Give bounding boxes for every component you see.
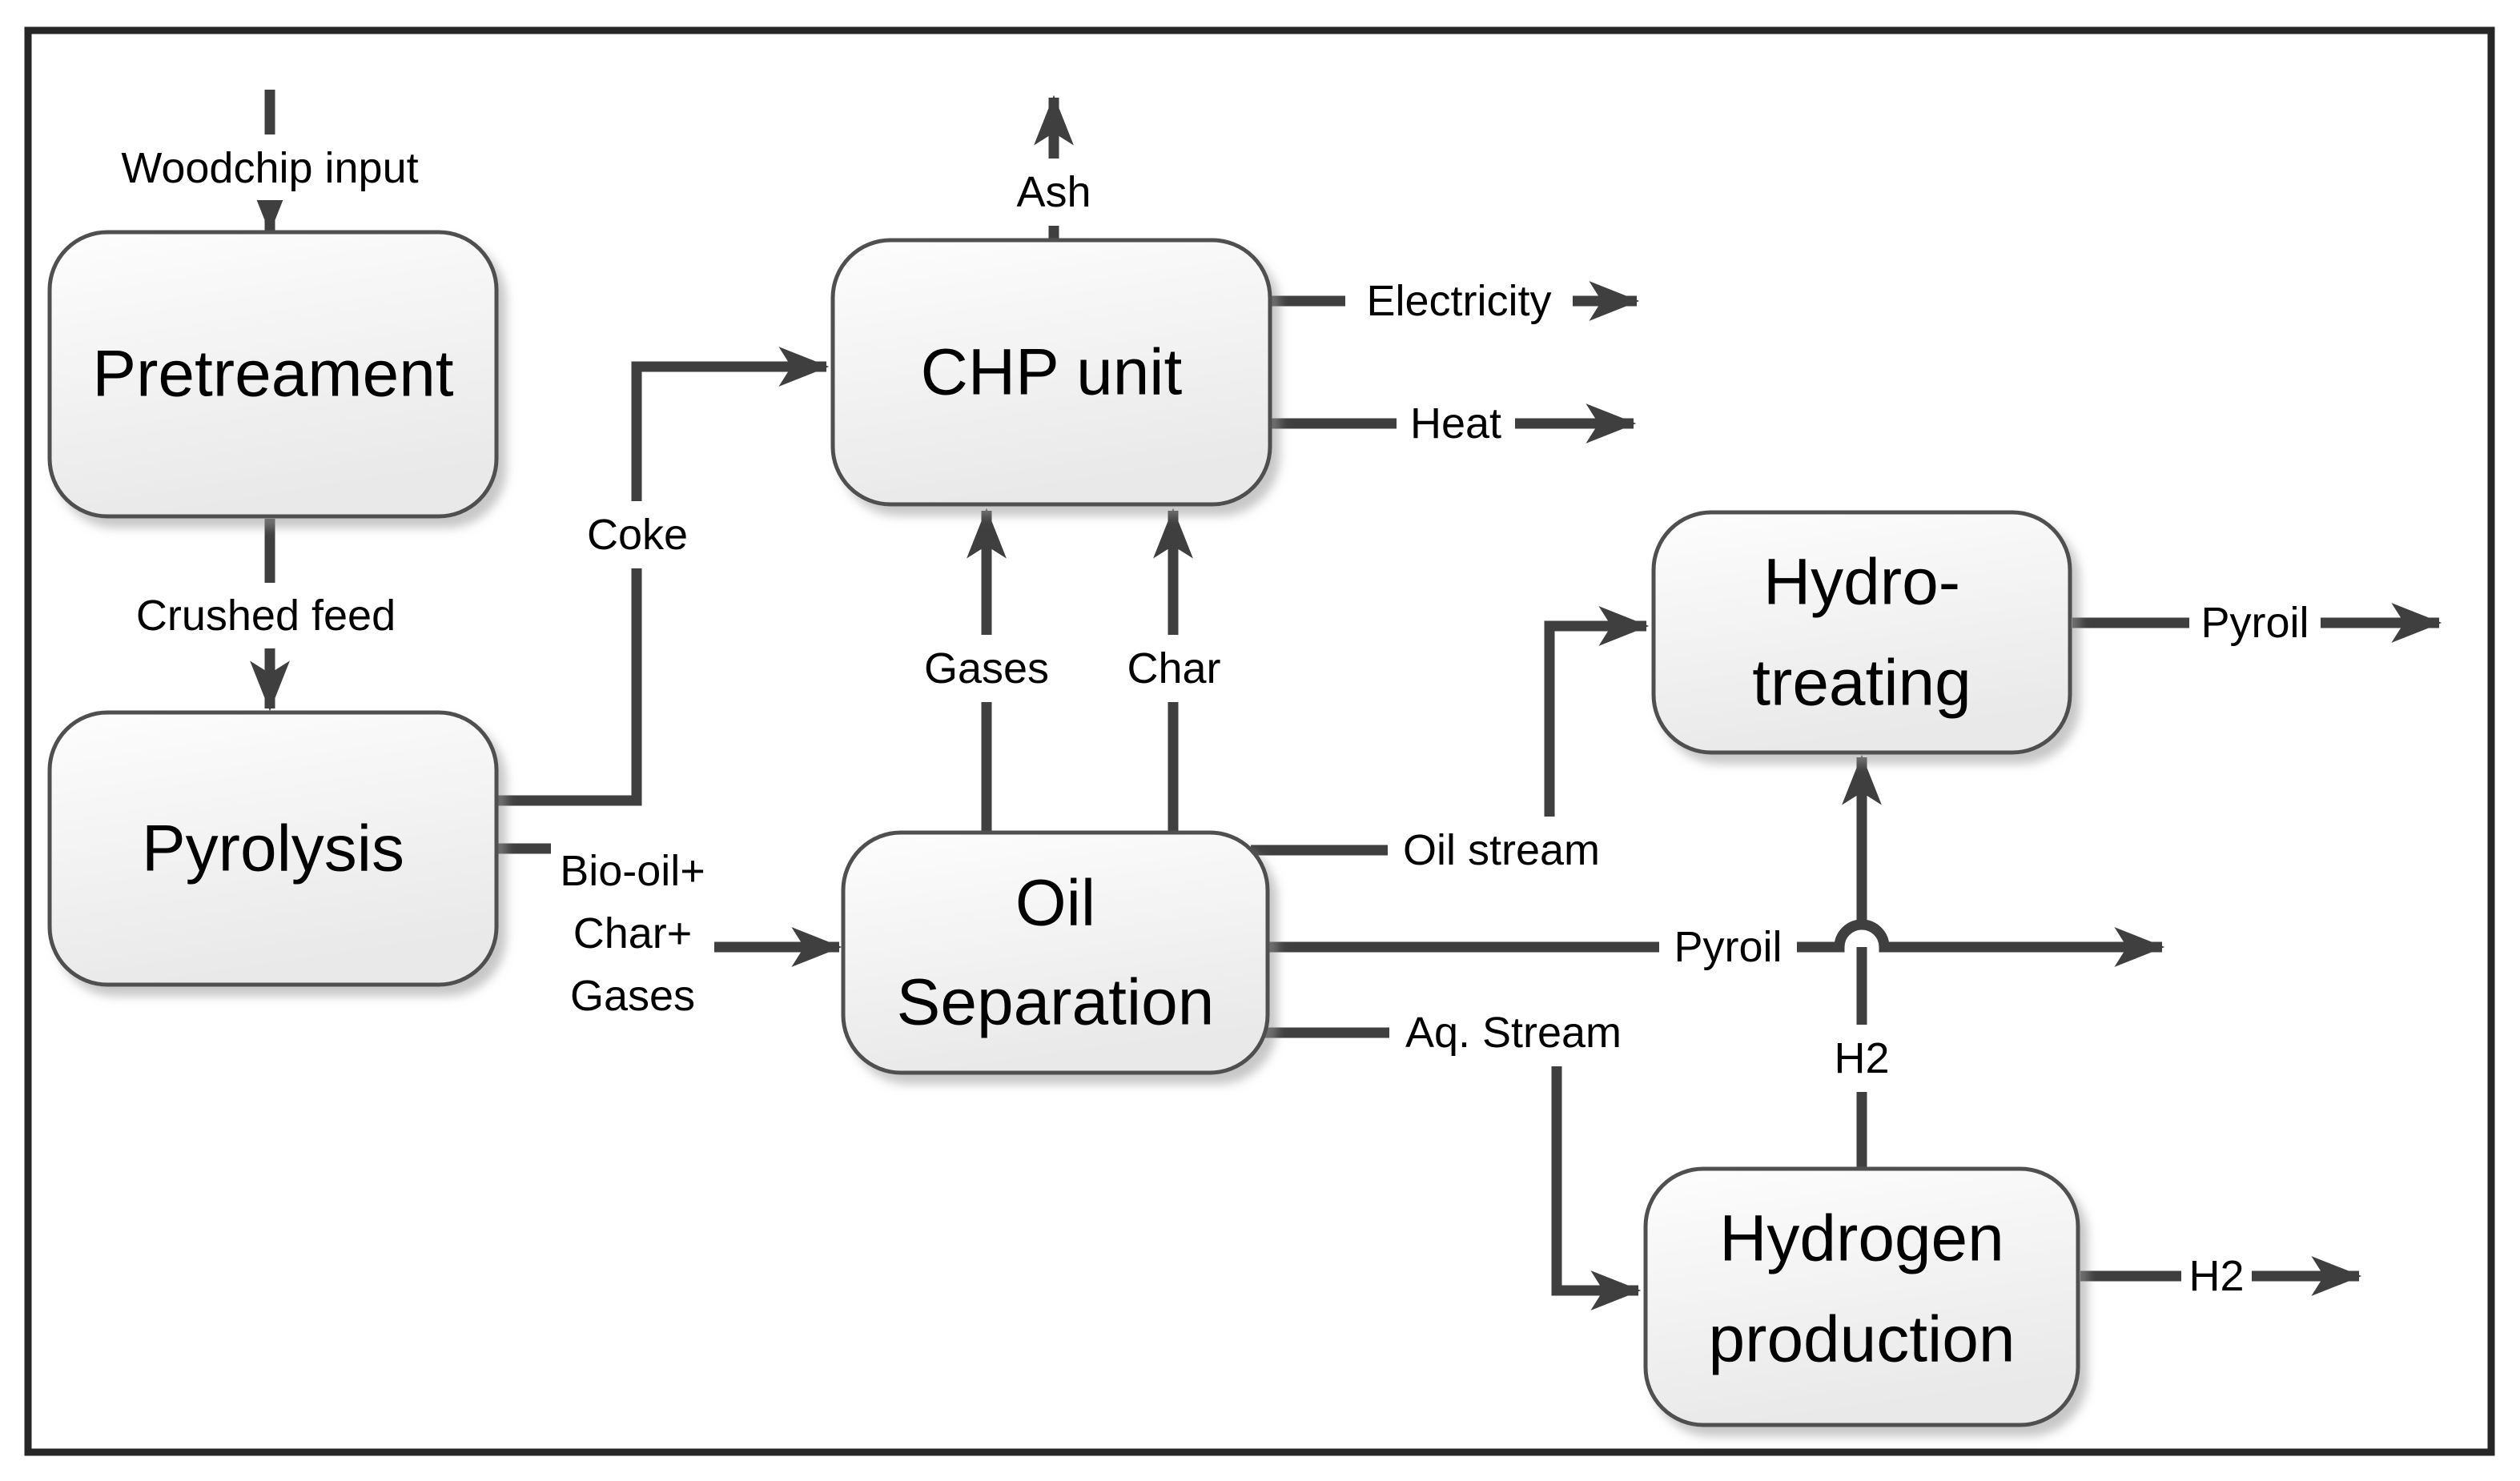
node-pretreatment-box <box>47 230 499 519</box>
node-oil-separation: Oil Separation <box>841 830 1270 1075</box>
electricity-label: Electricity <box>1366 277 1551 325</box>
node-pretreatment: Pretreament <box>47 230 499 519</box>
node-chp-unit: CHP unit <box>830 238 1272 507</box>
node-pyrolysis: Pyrolysis <box>47 710 499 987</box>
bio-oil-label-3: Gases <box>570 972 695 1020</box>
node-oil-separation-box <box>841 830 1270 1075</box>
pyroil-out-label: Pyroil <box>2200 599 2309 647</box>
heat-label-bg <box>1397 390 1515 457</box>
stream-labels: Woodchip input Crushed feed Coke Bio-oil… <box>110 134 2321 1310</box>
pyroil-out-label-bg <box>2189 589 2321 656</box>
char-label-bg <box>1115 635 1233 702</box>
node-oil-separation-label-1: Oil <box>1015 867 1095 940</box>
heat-label: Heat <box>1410 399 1501 448</box>
node-pretreatment-label: Pretreament <box>92 338 453 411</box>
h2-out-label: H2 <box>2188 1252 2244 1300</box>
oil-stream-label-bg <box>1388 817 1615 884</box>
crushed-feed-label: Crushed feed <box>136 592 396 640</box>
ash-label-bg <box>1009 159 1099 226</box>
electricity-label-bg <box>1345 267 1573 335</box>
ash-label: Ash <box>1016 168 1091 216</box>
node-chp-unit-box <box>830 238 1272 507</box>
woodchip-input-label-bg <box>110 134 430 200</box>
bio-oil-label-1: Bio-oil+ <box>560 847 705 895</box>
node-hydrotreating: Hydro- treating <box>1651 510 2072 755</box>
pyroil-mid-label-bg <box>1659 913 1797 981</box>
node-hydrotreating-label-2: treating <box>1752 647 1971 720</box>
node-pyrolysis-box <box>47 710 499 987</box>
bio-oil-label-2: Char+ <box>573 909 693 957</box>
h2-mid-label: H2 <box>1834 1034 1889 1082</box>
node-oil-separation-label-2: Separation <box>897 966 1215 1039</box>
node-pyrolysis-label: Pyrolysis <box>142 813 404 885</box>
node-hydrogen-production: Hydrogen production <box>1643 1166 2080 1427</box>
flow-pyroil-mid <box>1251 919 2165 967</box>
oil-stream-label: Oil stream <box>1403 826 1600 874</box>
coke-label-bg <box>578 501 697 568</box>
crushed-feed-label-bg <box>128 583 404 648</box>
node-hydrotreating-label-1: Hydro- <box>1763 546 1960 619</box>
coke-label: Coke <box>587 511 688 559</box>
gases-label: Gases <box>924 644 1049 692</box>
node-chp-unit-label: CHP unit <box>921 336 1183 409</box>
flow-coke <box>495 347 830 806</box>
node-hydrogen-production-label-2: production <box>1709 1303 2016 1376</box>
node-hydrogen-production-label-1: Hydrogen <box>1719 1202 2004 1275</box>
aq-stream-label-bg <box>1389 999 1638 1066</box>
h2-mid-label-bg <box>1826 1025 1898 1092</box>
aq-stream-label: Aq. Stream <box>1405 1009 1622 1057</box>
pyroil-mid-label: Pyroil <box>1674 923 1782 971</box>
woodchip-input-label: Woodchip input <box>121 144 418 192</box>
char-label: Char <box>1127 644 1220 692</box>
node-hydrotreating-box <box>1651 510 2072 755</box>
gases-label-bg <box>918 635 1055 702</box>
node-hydrogen-production-box <box>1643 1166 2080 1427</box>
h2-out-label-bg <box>2181 1242 2252 1310</box>
